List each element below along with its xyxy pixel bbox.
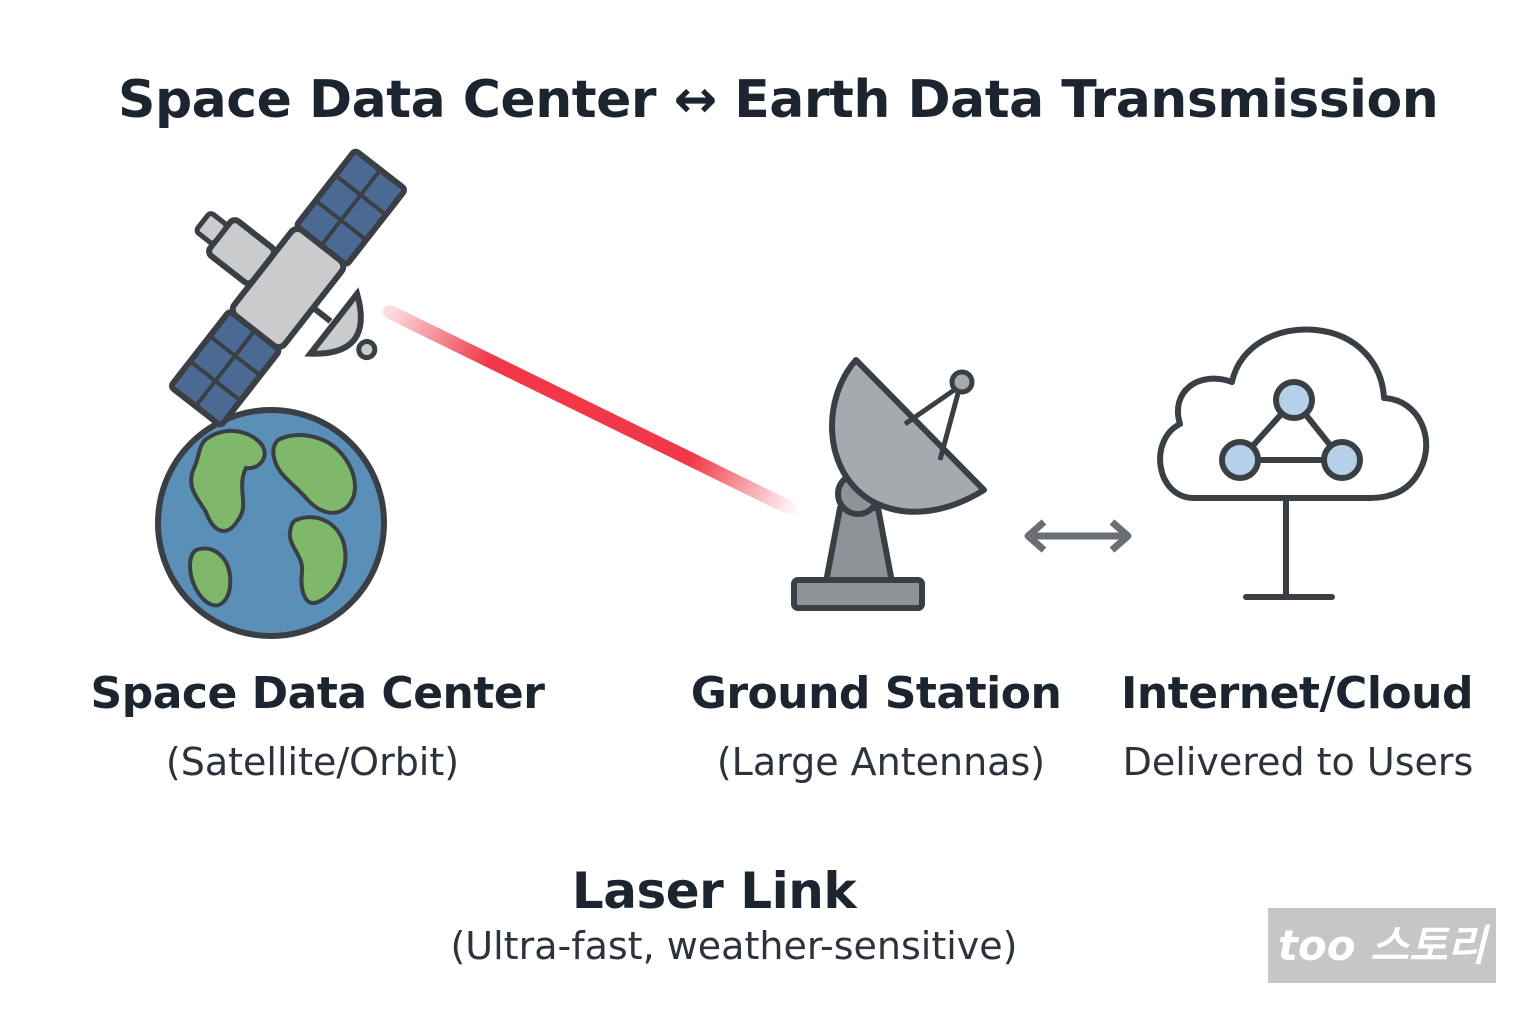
page-title: Space Data Center ↔ Earth Data Transmiss… [118,70,1439,130]
watermark: too 스토리 [1268,908,1496,983]
ground-station-sublabel: (Large Antennas) [716,740,1046,784]
laser-link-label: Laser Link [571,862,857,920]
network-nodes-icon [1219,379,1363,481]
cloud-icon [1157,326,1430,600]
internet-cloud-sublabel: Delivered to Users [1122,740,1474,784]
laser-link-sublabel: (Ultra-fast, weather-sensitive) [450,924,1018,968]
satellite-icon [169,148,407,428]
internet-cloud-label: Internet/Cloud [1121,668,1473,719]
bidirectional-arrow-icon [1024,519,1132,553]
laser-beam [383,305,797,515]
space-data-center-sublabel: (Satellite/Orbit) [165,740,460,784]
space-data-center-label: Space Data Center [90,668,545,719]
earth-icon [155,407,387,639]
ground-station-label: Ground Station [690,668,1062,719]
ground-station-icon [791,357,987,611]
